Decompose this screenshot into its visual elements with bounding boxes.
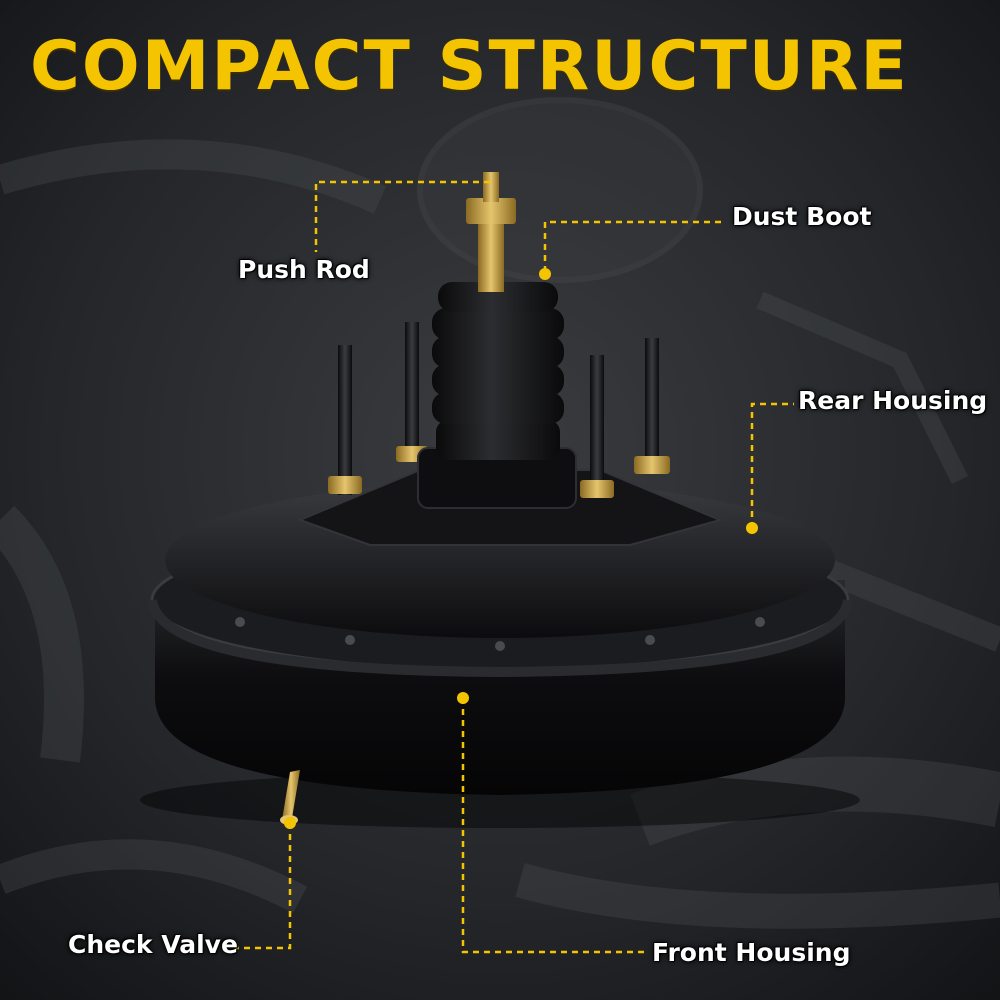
label-push-rod: Push Rod bbox=[238, 255, 370, 284]
page-title: COMPACT STRUCTURE bbox=[30, 27, 909, 106]
label-check-valve: Check Valve bbox=[68, 930, 238, 959]
label-dust-boot: Dust Boot bbox=[732, 202, 872, 231]
label-front-housing: Front Housing bbox=[652, 938, 851, 967]
label-rear-housing: Rear Housing bbox=[798, 386, 988, 415]
